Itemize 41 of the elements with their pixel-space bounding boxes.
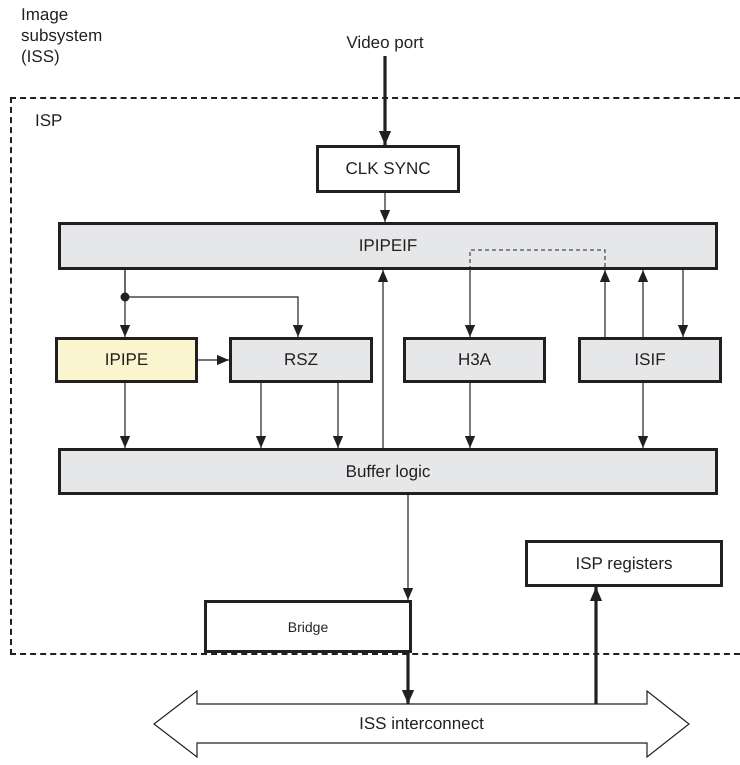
arrow — [402, 495, 414, 600]
arrow — [198, 354, 229, 366]
block-box — [525, 540, 723, 587]
arrow — [638, 383, 648, 448]
arrow — [120, 383, 130, 448]
dashed-group-frame — [10, 97, 740, 655]
block-box — [58, 448, 718, 495]
block-label: ISP registers — [575, 554, 672, 574]
arrow — [378, 56, 392, 145]
block-box — [578, 337, 722, 383]
block-box — [229, 337, 373, 383]
arrow — [378, 270, 388, 448]
block-label: IPIPEIF — [358, 236, 418, 256]
block-label: Bridge — [288, 618, 328, 634]
block-label: ISS interconnect — [359, 714, 484, 734]
block-label: ISIF — [634, 350, 666, 370]
arrow — [124, 270, 304, 337]
arrow — [464, 270, 476, 337]
arrow — [402, 653, 414, 704]
block-box — [403, 337, 546, 383]
block-box — [316, 145, 460, 193]
block-box — [58, 222, 718, 270]
block-label: Buffer logic — [346, 462, 430, 482]
arrow — [638, 270, 648, 337]
block-label: CLK SYNC — [345, 159, 431, 179]
double-arrow-bus — [153, 690, 690, 758]
arrow — [380, 193, 390, 222]
block-label: H3A — [458, 350, 492, 370]
subsystem-label: Image subsystem (ISS) — [21, 4, 104, 67]
group-title: ISP — [35, 111, 62, 131]
arrow — [256, 383, 266, 448]
arrow — [600, 270, 610, 337]
arrow — [590, 587, 602, 704]
block-box — [204, 600, 412, 653]
highlighted-block-box — [55, 337, 198, 383]
block-label: IPIPE — [104, 350, 148, 370]
arrow — [332, 383, 344, 448]
port-label: Video port — [346, 33, 424, 53]
arrow — [464, 383, 476, 448]
block-label: RSZ — [284, 350, 318, 370]
arrow — [678, 270, 688, 337]
